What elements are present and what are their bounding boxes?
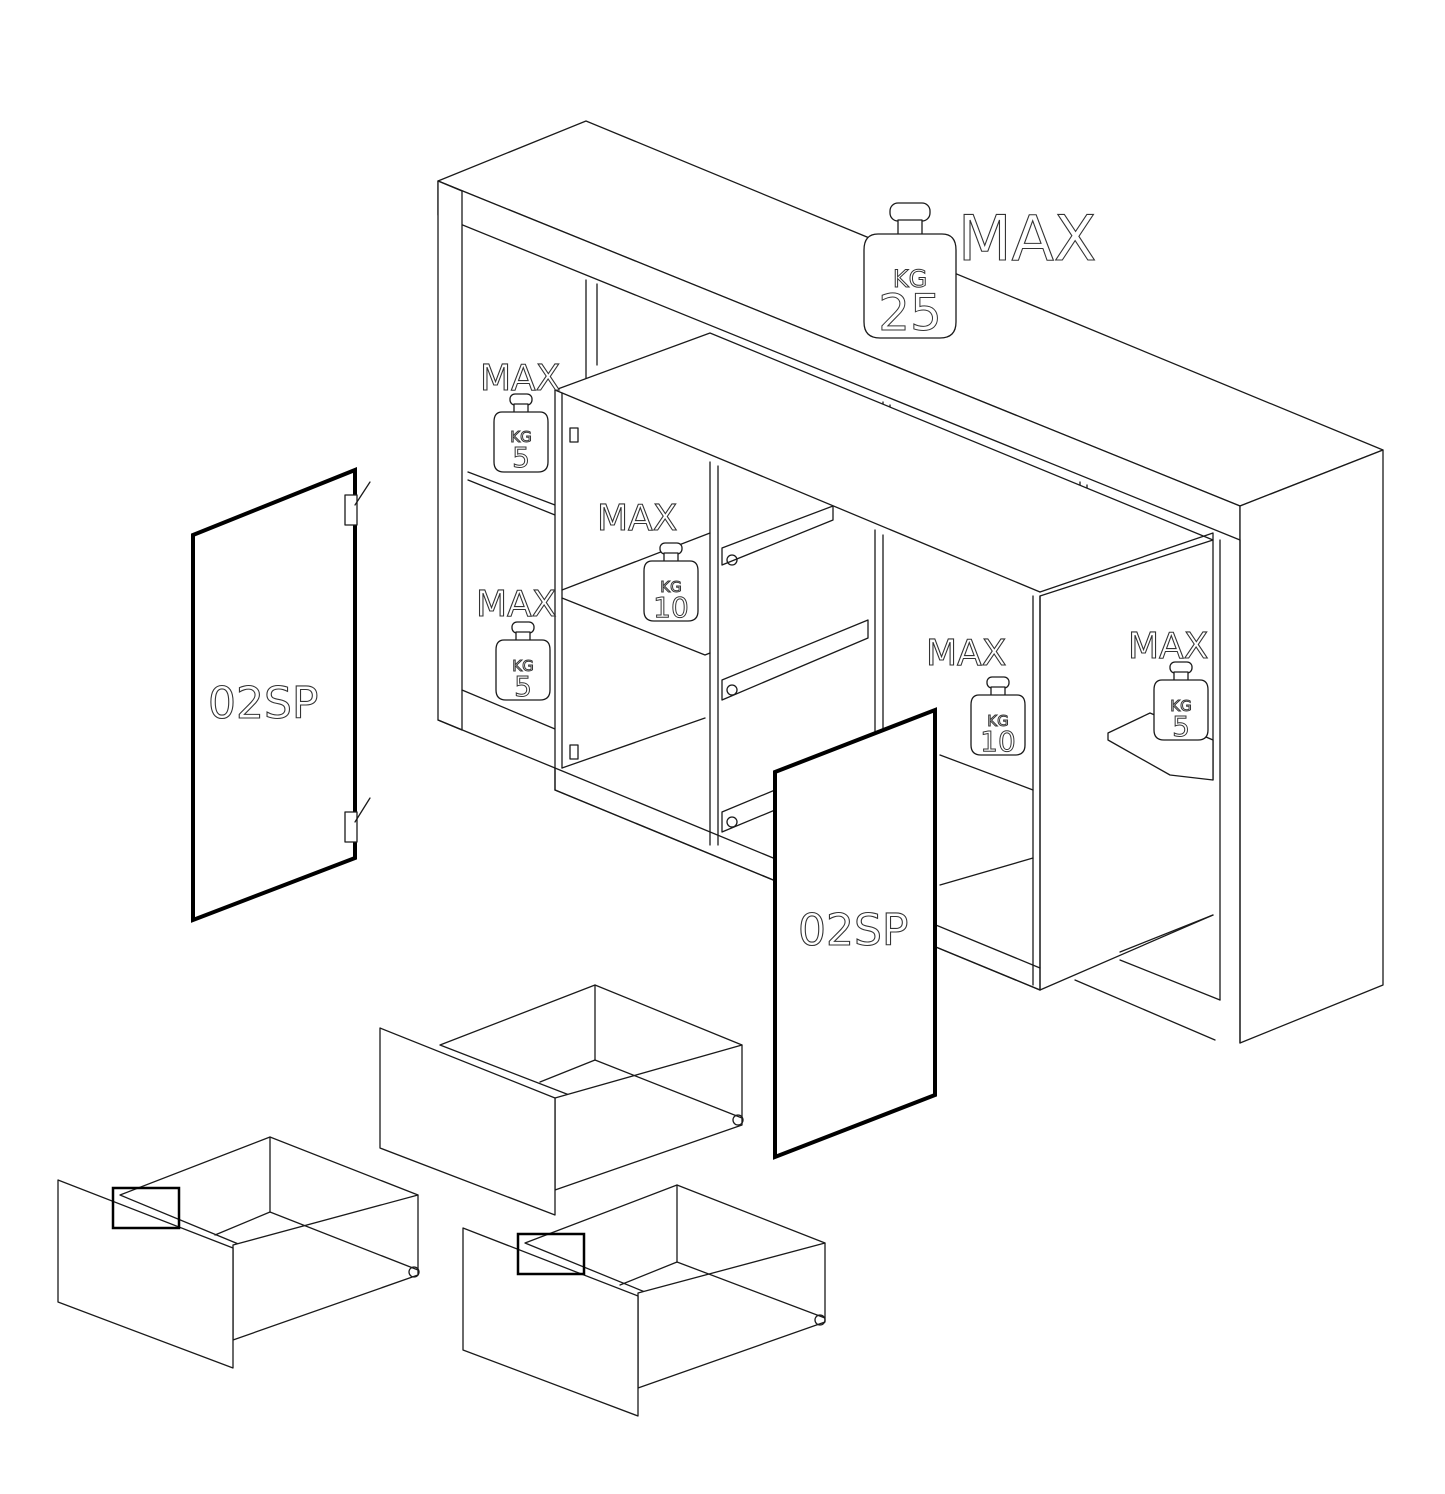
- detail-marker-box: [516, 1232, 586, 1276]
- weight-icon: [493, 393, 549, 473]
- weight-value-left-upper: 5: [512, 441, 530, 474]
- weight-value-top: 25: [878, 284, 942, 342]
- max-label-center: MAX: [597, 498, 677, 539]
- weight-indicator-right: MAX KG 5: [1127, 625, 1209, 743]
- kg-label-center: KG: [660, 578, 681, 596]
- center-door: 02SP: [773, 707, 937, 1160]
- right-side-panel: [1239, 449, 1384, 1044]
- max-label-right-center: MAX: [926, 633, 1006, 674]
- weight-icon: [643, 542, 699, 622]
- drawer-upper: [379, 984, 744, 1216]
- hinge-icon: [344, 481, 371, 526]
- drawer-lower-left: [57, 1136, 420, 1369]
- kg-label-left-upper: KG: [510, 428, 531, 446]
- weight-indicator-center: MAX KG 10: [596, 497, 699, 625]
- detail-marker-box: [111, 1186, 181, 1230]
- kg-label-right-center: KG: [987, 712, 1008, 730]
- left-door: 02SP: [191, 467, 371, 923]
- kg-label-top: KG: [893, 265, 927, 293]
- max-label-right: MAX: [1128, 626, 1208, 667]
- weight-value-right: 5: [1172, 710, 1190, 743]
- hinge-plate-icon: [569, 427, 579, 443]
- kg-label-left-lower: KG: [512, 657, 533, 675]
- weight-value-right-center: 10: [980, 725, 1016, 758]
- hinge-plate-icon: [569, 744, 579, 760]
- weight-indicator-top: MAX KG 25: [863, 201, 1097, 343]
- drawer-runner-upper: [721, 505, 834, 566]
- sideboard-body: [437, 120, 1384, 1044]
- weight-icon: [1153, 661, 1209, 741]
- weight-icon: [495, 621, 551, 701]
- max-label-left-lower: MAX: [476, 584, 556, 625]
- center-door-label: 02SP: [798, 905, 908, 956]
- drawer-runner-middle: [721, 619, 869, 701]
- weight-value-left-lower: 5: [514, 670, 532, 703]
- weight-indicator-left-lower: MAX KG 5: [475, 583, 556, 703]
- max-label-left-upper: MAX: [480, 358, 560, 399]
- left-side-edge: [437, 180, 463, 731]
- hinge-icon: [344, 797, 371, 843]
- weight-indicator-right-center: MAX KG 10: [925, 632, 1026, 759]
- weight-icon: [970, 676, 1026, 756]
- weight-value-center: 10: [653, 591, 689, 624]
- weight-icon: [863, 202, 957, 339]
- left-door-label: 02SP: [208, 678, 318, 729]
- weight-indicator-left-upper: MAX KG 5: [479, 357, 560, 474]
- drawer-lower-right: [462, 1184, 826, 1417]
- kg-label-right: KG: [1170, 697, 1191, 715]
- max-label-top: MAX: [958, 202, 1096, 275]
